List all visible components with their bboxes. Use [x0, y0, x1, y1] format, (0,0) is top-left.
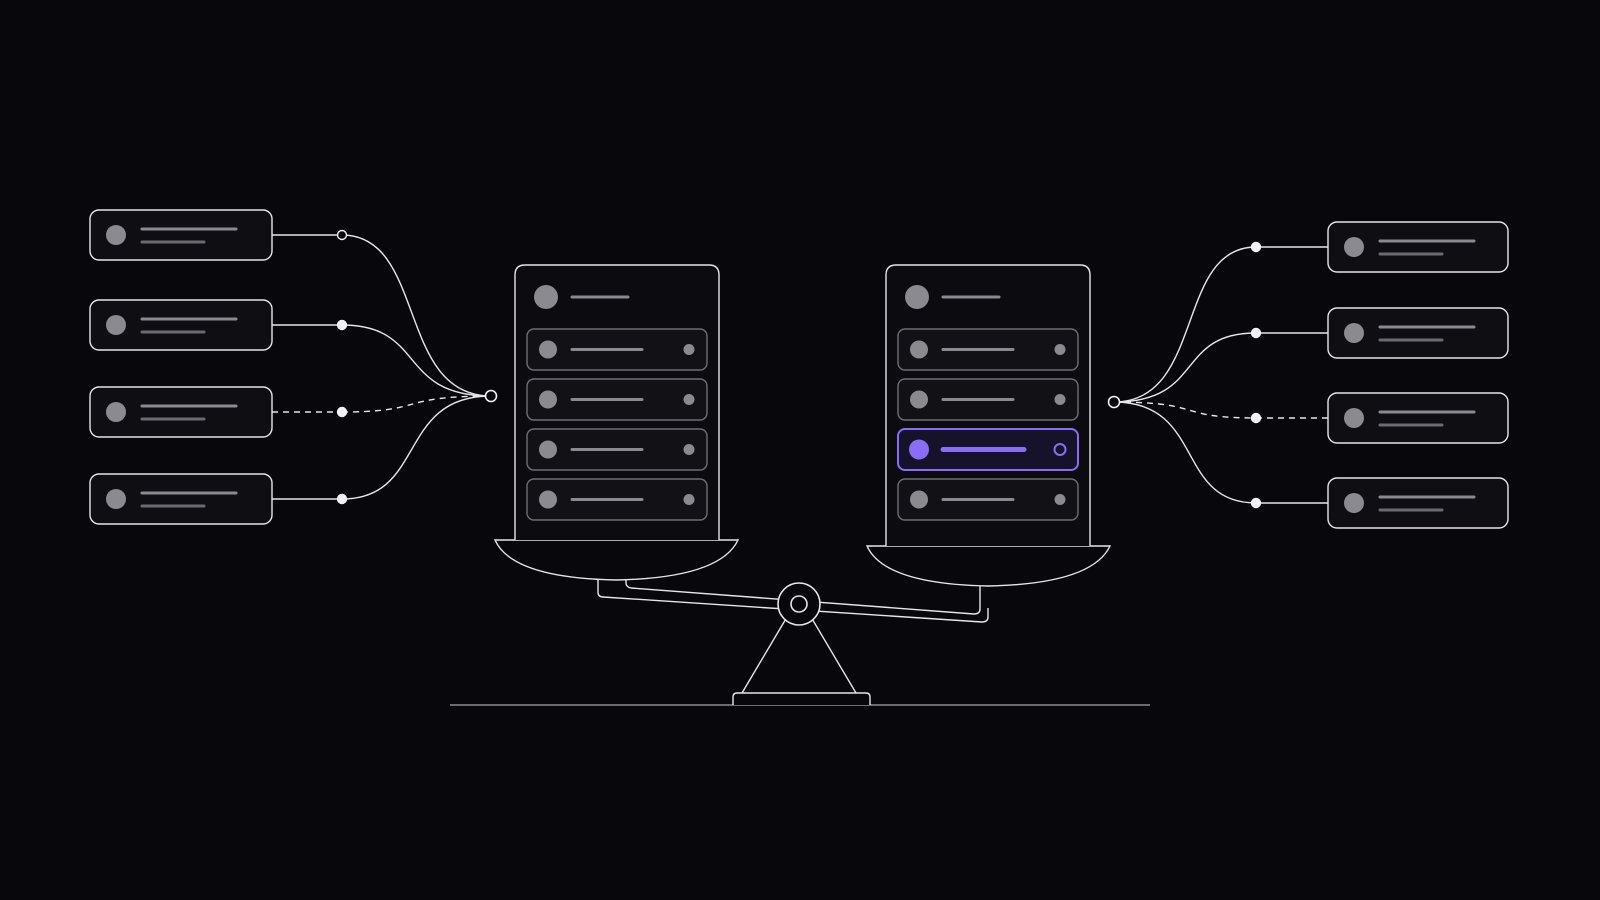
right-input-card-3[interactable]	[1327, 392, 1509, 444]
right-input-card-1[interactable]	[1327, 221, 1509, 273]
card-frame	[1327, 392, 1509, 444]
card-frame	[1327, 477, 1509, 529]
right-input-card-4[interactable]	[1327, 477, 1509, 529]
left-input-card-2[interactable]	[89, 299, 273, 351]
left-connector-dot-3	[336, 406, 348, 418]
row-avatar-icon	[539, 340, 557, 359]
left-connector-dot-2	[336, 319, 348, 331]
balance-scale	[450, 539, 1150, 706]
right-panel-row-1[interactable]	[897, 328, 1079, 371]
card-frame	[89, 209, 273, 261]
row-avatar-icon	[910, 390, 928, 409]
row-status-dot-icon	[1054, 394, 1066, 405]
left-server-panel	[514, 264, 720, 540]
avatar-icon	[106, 489, 126, 509]
card-frame	[89, 386, 273, 438]
hub-node-icon	[1107, 395, 1121, 409]
right-curve-2	[1113, 332, 1257, 403]
right-connector-dot-1	[1250, 241, 1262, 253]
right-server-panel	[885, 264, 1091, 546]
right-panel-row-2[interactable]	[897, 378, 1079, 421]
right-curve-1	[1113, 246, 1257, 403]
right-connector-dot-4	[1250, 497, 1262, 509]
card-frame	[1327, 307, 1509, 359]
left-connector-dot-4	[336, 493, 348, 505]
pivot-center-icon	[790, 595, 808, 613]
right-input-cards	[1327, 221, 1509, 529]
row-status-ring-icon	[1053, 443, 1067, 456]
right-input-card-2[interactable]	[1327, 307, 1509, 359]
card-frame	[89, 473, 273, 525]
panel-header-icon	[534, 285, 558, 309]
avatar-icon	[1344, 408, 1364, 428]
right-pan	[865, 545, 1112, 587]
row-avatar-icon	[539, 390, 557, 409]
avatar-icon	[106, 225, 126, 245]
right-panel-row-3[interactable]	[897, 428, 1079, 471]
left-connector-dot-1	[336, 229, 348, 241]
left-panel-row-2[interactable]	[526, 378, 708, 421]
avatar-icon	[1344, 323, 1364, 343]
right-connector-dot-2	[1250, 327, 1262, 339]
left-panel-row-1[interactable]	[526, 328, 708, 371]
row-avatar-icon	[910, 340, 928, 359]
row-avatar-icon	[539, 490, 557, 509]
row-status-dot-icon	[1054, 494, 1066, 505]
left-panel-row-4[interactable]	[526, 478, 708, 521]
avatar-icon	[1344, 493, 1364, 513]
left-curve-1	[341, 234, 492, 397]
row-status-dot-icon	[1054, 344, 1066, 355]
row-status-dot-icon	[683, 394, 695, 405]
row-status-dot-icon	[683, 494, 695, 505]
connection-links	[272, 229, 1328, 509]
left-input-card-4[interactable]	[89, 473, 273, 525]
avatar-icon	[1344, 237, 1364, 257]
row-status-dot-icon	[683, 444, 695, 455]
row-status-dot-icon	[683, 344, 695, 355]
left-curve-3	[341, 395, 492, 413]
card-frame	[1327, 221, 1509, 273]
right-panel-row-4[interactable]	[897, 478, 1079, 521]
scale-base	[732, 692, 871, 705]
scale-stand	[741, 616, 857, 694]
row-avatar-icon	[909, 439, 929, 460]
hub-node-icon	[484, 389, 498, 403]
left-panel-row-3[interactable]	[526, 428, 708, 471]
panel-header-icon	[905, 285, 929, 309]
left-curve-2	[341, 324, 492, 397]
right-curve-4	[1113, 401, 1257, 504]
server-panels	[514, 264, 1091, 546]
card-frame	[89, 299, 273, 351]
row-avatar-icon	[910, 490, 928, 509]
left-input-cards	[89, 209, 273, 525]
row-avatar-icon	[539, 440, 557, 459]
left-curve-4	[341, 395, 492, 500]
avatar-icon	[106, 315, 126, 335]
left-input-card-3[interactable]	[89, 386, 273, 438]
right-connector-dot-3	[1250, 412, 1262, 424]
left-pan	[493, 539, 740, 581]
avatar-icon	[106, 402, 126, 422]
left-input-card-1[interactable]	[89, 209, 273, 261]
